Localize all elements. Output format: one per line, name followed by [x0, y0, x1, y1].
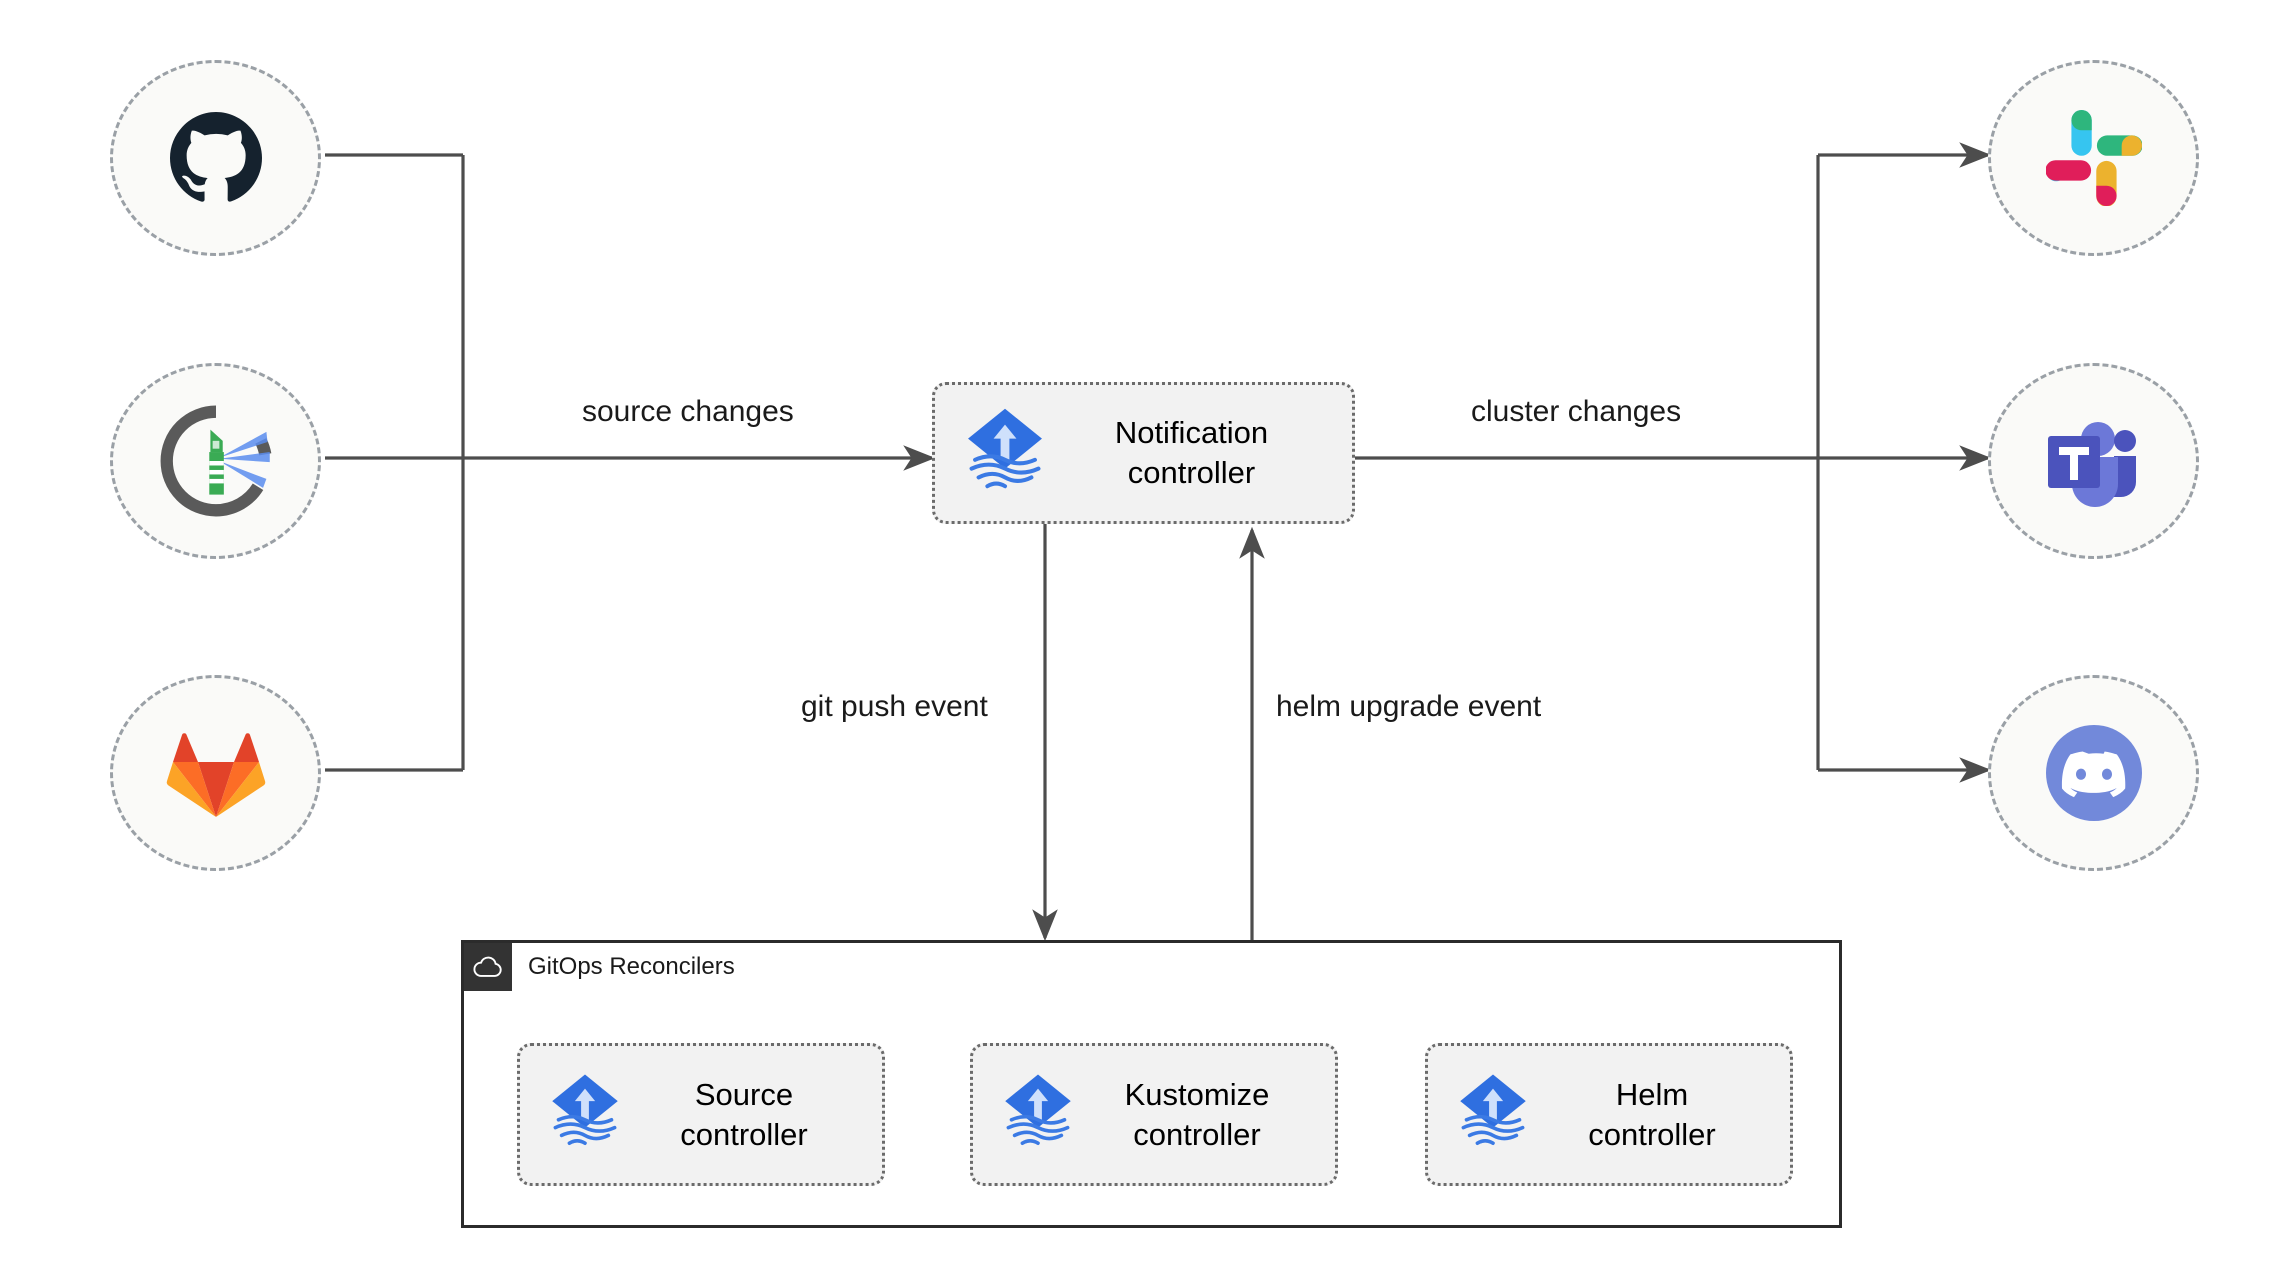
notification-controller-label: Notification controller [1114, 415, 1269, 490]
target-node-discord[interactable] [1988, 675, 2199, 871]
source-controller-box[interactable]: Source controller [517, 1043, 885, 1186]
source-node-github[interactable] [110, 60, 321, 256]
target-node-teams[interactable] [1988, 363, 2199, 559]
edge-label-helm-upgrade-event: helm upgrade event [1268, 690, 1550, 724]
gitops-container-title: GitOps Reconcilers [528, 953, 735, 980]
source-node-gitlab[interactable] [110, 675, 321, 871]
notification-controller-box[interactable]: Notification controller [932, 382, 1355, 524]
cloud-icon [464, 943, 512, 991]
flux-logo-icon [546, 1071, 624, 1158]
ms-teams-icon [2042, 413, 2146, 509]
gitlab-icon [166, 725, 266, 821]
fluxcd-lighthouse-icon [160, 405, 272, 517]
flux-logo-icon [1454, 1071, 1532, 1158]
flux-logo-icon [999, 1071, 1077, 1158]
slack-icon [2045, 110, 2142, 206]
kustomize-controller-label: Kustomize controller [1124, 1076, 1270, 1152]
helm-controller-label: Helm controller [1588, 1076, 1716, 1152]
kustomize-controller-box[interactable]: Kustomize controller [970, 1043, 1338, 1186]
discord-icon [2042, 721, 2146, 825]
helm-controller-box[interactable]: Helm controller [1425, 1043, 1793, 1186]
gitops-container-header: GitOps Reconcilers [464, 943, 735, 991]
github-icon [168, 110, 264, 206]
target-node-slack[interactable] [1988, 60, 2199, 256]
edge-label-git-push-event: git push event [793, 690, 996, 724]
source-controller-label: Source controller [680, 1076, 808, 1152]
gitops-reconcilers-container[interactable]: GitOps Reconcilers Source controller [461, 940, 1842, 1228]
edge-label-cluster-changes: cluster changes [1463, 395, 1690, 429]
source-node-fluxcd[interactable] [110, 363, 321, 559]
flux-logo-icon [961, 405, 1049, 502]
edge-label-source-changes: source changes [574, 395, 802, 429]
